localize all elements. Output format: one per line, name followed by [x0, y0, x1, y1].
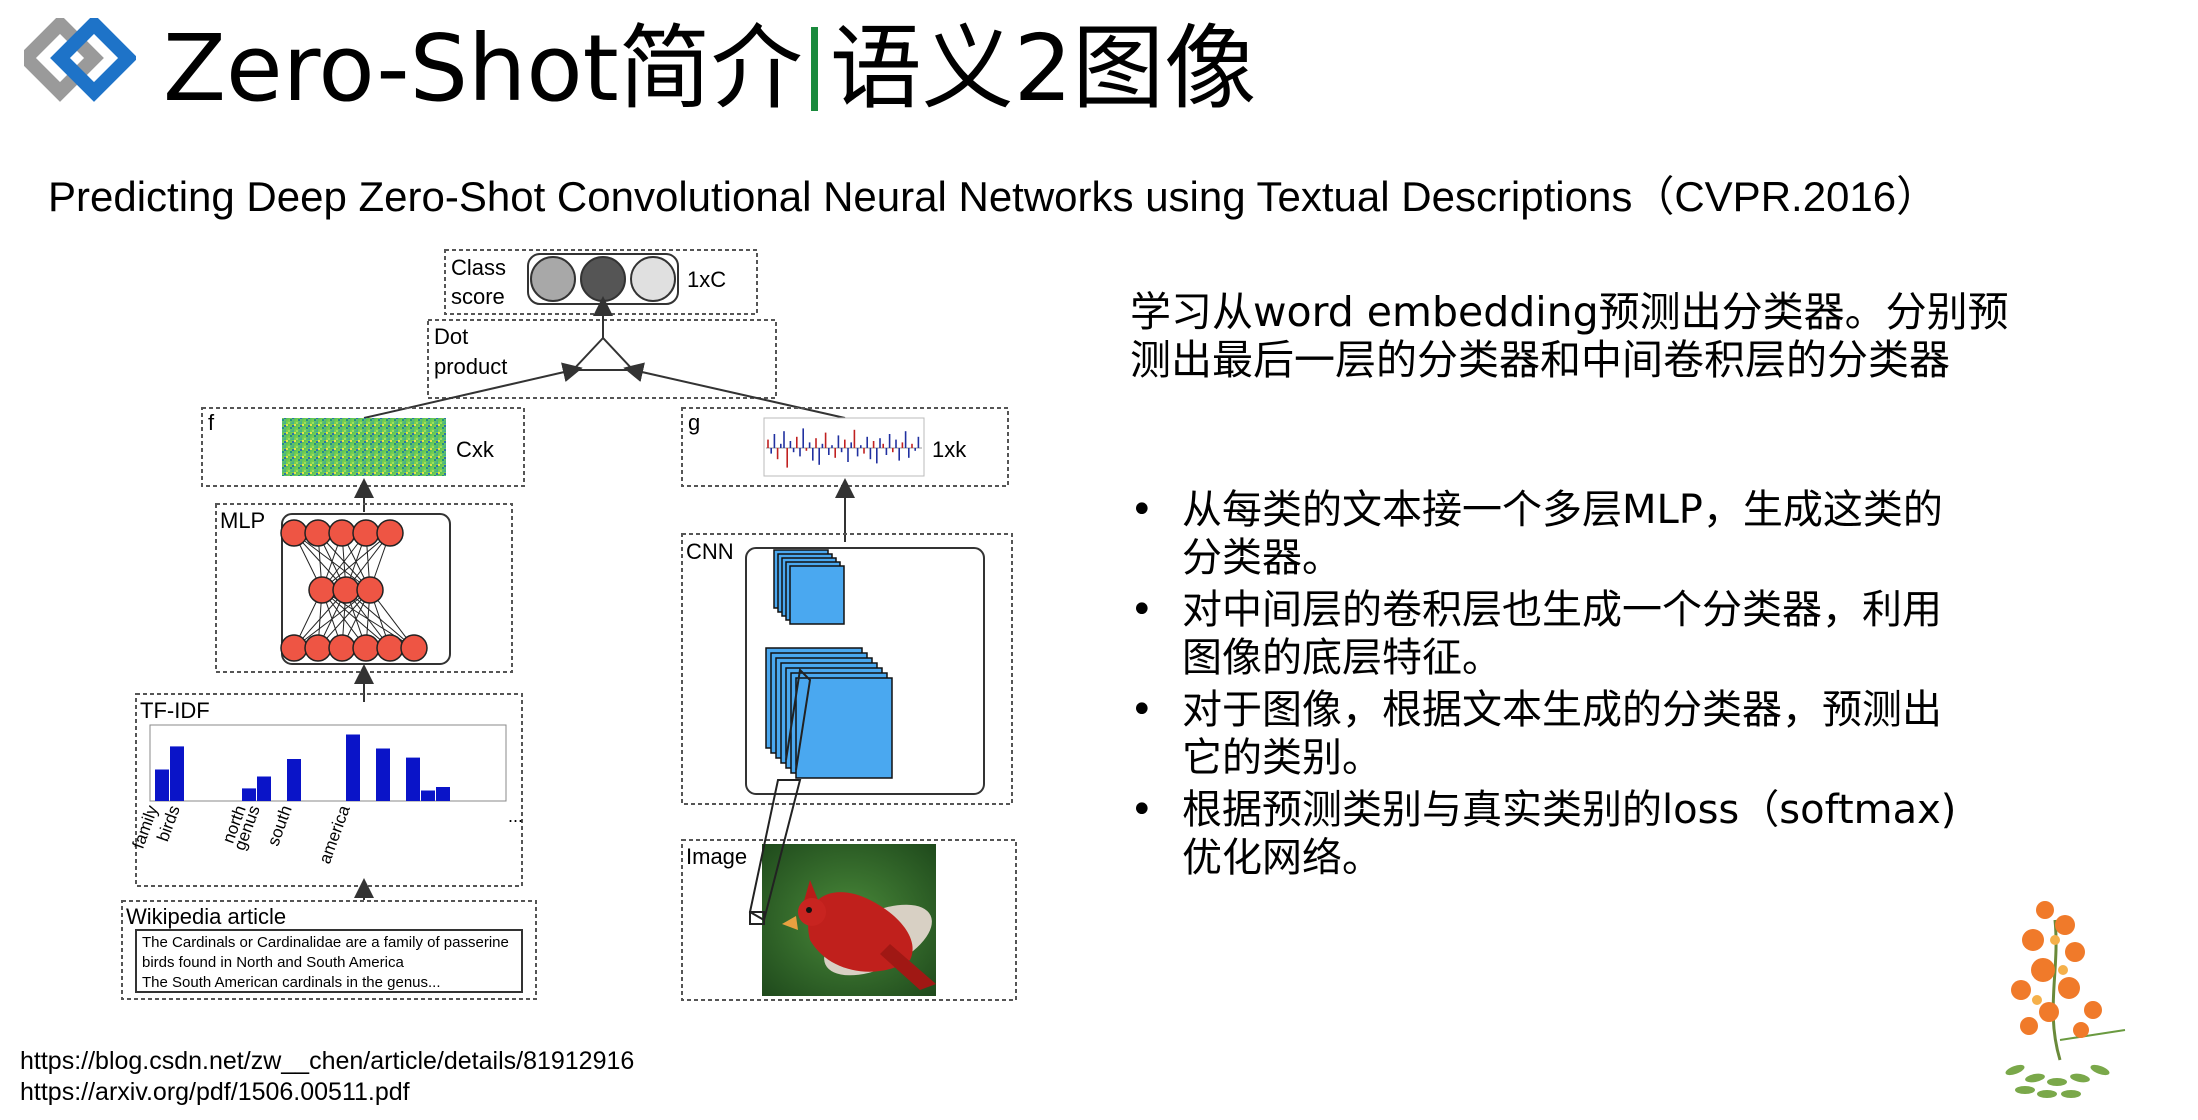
- source-url[interactable]: https://arxiv.org/pdf/1506.00511.pdf: [20, 1078, 410, 1106]
- mlp-neuron: [308, 576, 336, 604]
- tfidf-bar: [287, 759, 301, 801]
- mlp-neuron: [304, 634, 332, 662]
- mlp-network: [280, 519, 428, 662]
- class-score-node: [630, 256, 676, 302]
- cnn-box: [681, 533, 1013, 805]
- wiki-line-1: The Cardinals or Cardinalidae are a fami…: [142, 934, 509, 951]
- tfidf-label: TF-IDF: [140, 698, 210, 723]
- title-right: 语义2图像: [829, 15, 1257, 122]
- dot-product-box: [427, 319, 777, 399]
- tfidf-ellipsis: ...: [508, 806, 523, 826]
- summary-line-2: 测出最后一层的分类器和中间卷积层的分类器: [1130, 336, 1950, 384]
- cnn-label: CNN: [686, 539, 734, 564]
- bullet-line: 根据预测类别与真实类别的loss（softmax): [1182, 787, 1957, 833]
- tfidf-bar: [242, 788, 256, 801]
- summary: 学习从word embedding预测出分类器。分别预 测出最后一层的分类器和中…: [1130, 288, 2030, 384]
- bullet-dot: •: [1130, 587, 1154, 633]
- class-score-node: [580, 256, 626, 302]
- tfidf-bar: [155, 769, 169, 801]
- wiki-label: Wikipedia article: [126, 904, 286, 929]
- mlp-neuron: [304, 519, 332, 547]
- class-score-node: [530, 256, 576, 302]
- dot-product-triangle: [570, 336, 636, 371]
- mlp-neuron: [332, 576, 360, 604]
- mlp-label: MLP: [220, 508, 265, 533]
- mlp-neuron: [328, 634, 356, 662]
- f-matrix: [282, 418, 446, 476]
- wiki-box: [121, 900, 537, 1000]
- tfidf-bar: [436, 787, 450, 801]
- cnn-layers: [765, 549, 893, 779]
- mlp-neuron: [356, 576, 384, 604]
- tfidf-box: [135, 693, 523, 887]
- class-score-label-1: Class: [451, 255, 506, 280]
- bullet-list: • 从每类的文本接一个多层MLP，生成这类的 分类器。 • 对中间层的卷积层也生…: [1130, 486, 2030, 886]
- mlp-neuron: [280, 634, 308, 662]
- cardinal-image: [762, 844, 936, 996]
- class-score-dim: 1xC: [687, 267, 726, 292]
- bullet-line: 优化网络。: [1182, 835, 1382, 881]
- dot-product-label-2: product: [434, 354, 507, 379]
- bullet-item: • 对中间层的卷积层也生成一个分类器，利用 图像的底层特征。: [1130, 586, 2030, 682]
- mlp-neuron: [400, 634, 428, 662]
- logo-icon: [24, 18, 136, 102]
- bullet-dot: •: [1130, 787, 1154, 833]
- flower-decoration-icon: [2005, 901, 2126, 1098]
- bullet-line: 从每类的文本接一个多层MLP，生成这类的: [1182, 487, 1943, 533]
- summary-line-1: 学习从word embedding预测出分类器。分别预: [1130, 288, 2009, 336]
- bullet-dot: •: [1130, 687, 1154, 733]
- f-label: f: [208, 410, 215, 435]
- slide-title: Zero-Shot简介 语义2图像: [163, 14, 1256, 124]
- tfidf-bar: [257, 776, 271, 801]
- image-box: [681, 839, 1017, 1001]
- source-url[interactable]: https://blog.csdn.net/zw__chen/article/d…: [20, 1047, 635, 1075]
- g-dim: 1xk: [932, 437, 967, 462]
- cnn-feature-map: [789, 565, 845, 625]
- mlp-neuron: [280, 519, 308, 547]
- g-label: g: [688, 410, 700, 435]
- class-score-label-2: score: [451, 284, 505, 309]
- tfidf-bar: [421, 790, 435, 801]
- mlp-neuron: [376, 634, 404, 662]
- bullet-item: • 根据预测类别与真实类别的loss（softmax) 优化网络。: [1130, 786, 2030, 882]
- bullet-line: 图像的底层特征。: [1182, 635, 1502, 681]
- tfidf-bar: [346, 734, 360, 801]
- tfidf-bar: [376, 748, 390, 801]
- architecture-diagram: Class score 1xC Dot product f Cxk g 1xk …: [121, 249, 1017, 1001]
- bullet-line: 对中间层的卷积层也生成一个分类器，利用: [1182, 587, 1942, 633]
- cnn-feature-map: [795, 677, 893, 779]
- image-label: Image: [686, 844, 747, 869]
- g-signal: [766, 428, 922, 468]
- bullet-line: 对于图像，根据文本生成的分类器，预测出: [1182, 687, 1942, 733]
- title-separator: [810, 27, 818, 111]
- tfidf-word: south: [264, 803, 296, 849]
- wiki-line-3: The South American cardinals in the genu…: [142, 974, 441, 991]
- wiki-line-2: birds found in North and South America: [142, 954, 404, 971]
- bullet-line: 它的类别。: [1182, 735, 1382, 781]
- paper-title: Predicting Deep Zero-Shot Convolutional …: [48, 173, 1939, 220]
- source-urls: https://blog.csdn.net/zw__chen/article/d…: [20, 1046, 634, 1108]
- bullet-dot: •: [1130, 487, 1154, 533]
- tfidf-word: america: [315, 802, 354, 866]
- bullet-item: • 对于图像，根据文本生成的分类器，预测出 它的类别。: [1130, 686, 2030, 782]
- mlp-neuron: [328, 519, 356, 547]
- mlp-neuron: [376, 519, 404, 547]
- mlp-neuron: [352, 634, 380, 662]
- dot-product-label-1: Dot: [434, 324, 468, 349]
- tfidf-bars: [155, 734, 450, 801]
- tfidf-bar: [170, 746, 184, 801]
- f-dim: Cxk: [456, 437, 495, 462]
- bullet-line: 分类器。: [1182, 535, 1342, 581]
- bullet-item: • 从每类的文本接一个多层MLP，生成这类的 分类器。: [1130, 486, 2030, 582]
- mlp-neuron: [352, 519, 380, 547]
- tfidf-bar: [406, 757, 420, 801]
- title-left: Zero-Shot简介: [163, 15, 803, 122]
